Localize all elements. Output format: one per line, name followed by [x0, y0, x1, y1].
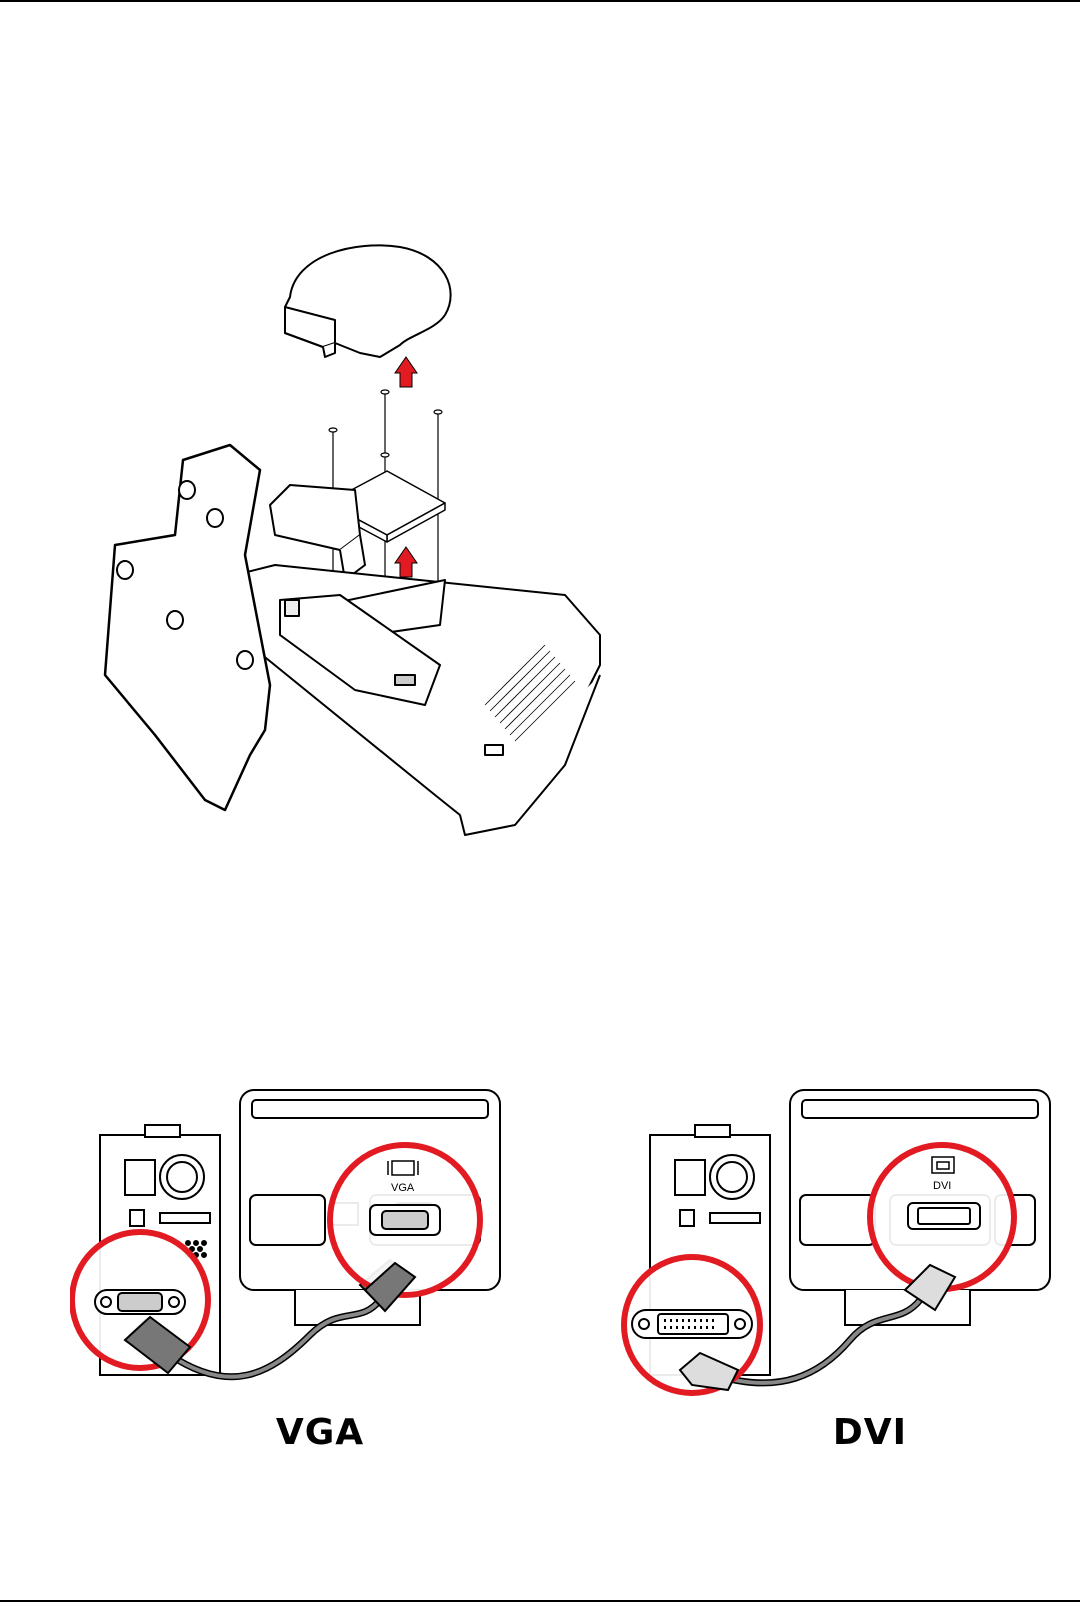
screw [329, 428, 337, 432]
lift-arrow-icon [395, 547, 417, 577]
top-rule [0, 0, 1080, 2]
dvi-port-label: DVI [933, 1180, 951, 1192]
bottom-rule [0, 1600, 1080, 1602]
stand-removal-illustration [95, 235, 655, 845]
vga-port-label: VGA [391, 1182, 415, 1194]
vga-caption: VGA [270, 1412, 370, 1453]
dvi-connection-illustration: DVI [620, 1085, 1060, 1435]
dvi-caption: DVI [820, 1412, 920, 1453]
screw [381, 390, 389, 394]
vga-connection-illustration: VGA [70, 1085, 520, 1435]
lift-arrow-icon [395, 357, 417, 387]
screw [434, 410, 442, 414]
screw [381, 453, 389, 457]
